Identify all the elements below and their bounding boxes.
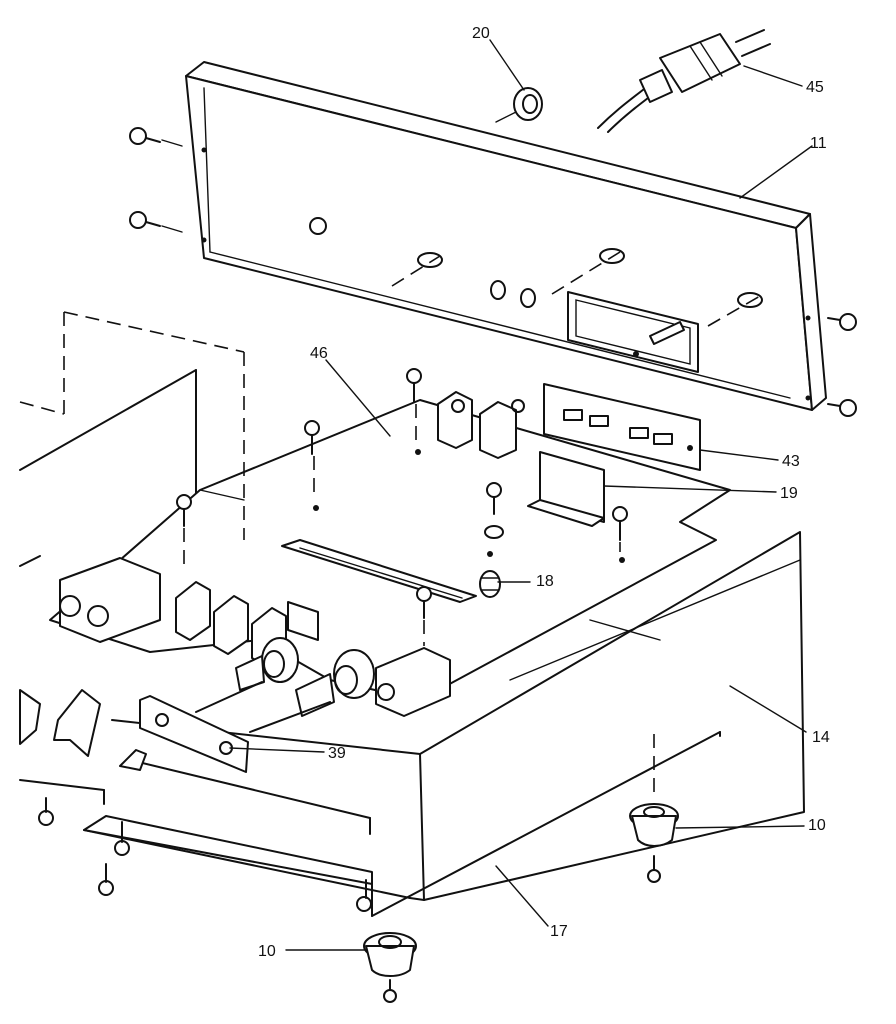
callout-10-right: 10	[808, 817, 826, 834]
assembly-lines	[19, 311, 245, 540]
pot-right	[249, 649, 375, 733]
pcb-screw-1	[406, 368, 422, 455]
pot-left	[195, 637, 299, 713]
panel-screw-left-lower	[129, 211, 183, 233]
bracket-39	[119, 695, 249, 773]
panel-screw-right-upper	[827, 313, 857, 331]
callout-18: 18	[536, 573, 554, 590]
pcb-jack-left	[437, 391, 473, 449]
panel-screw-left-upper	[129, 127, 183, 147]
callout-20: 20	[472, 25, 490, 42]
switch-block	[59, 557, 319, 667]
leader-lines	[229, 39, 813, 951]
panel-screw-right-lower	[827, 399, 857, 417]
foot-front	[363, 932, 417, 1003]
callout-10-front: 10	[258, 943, 276, 960]
callout-17: 17	[550, 923, 568, 940]
callout-39: 39	[328, 745, 346, 762]
pcb-jack-right	[479, 399, 525, 459]
pcb-screw-3	[484, 482, 504, 557]
callout-11: 11	[810, 135, 827, 152]
bottom-plate	[83, 731, 721, 917]
switch-box-right	[375, 647, 451, 717]
callout-14: 14	[812, 729, 830, 746]
power-cord	[597, 29, 771, 133]
spacer-18	[479, 570, 501, 598]
callout-43: 43	[782, 453, 800, 470]
front-knob-left	[19, 689, 101, 757]
foot-right	[629, 734, 679, 883]
bottom-screw-left	[38, 797, 54, 826]
callout-45: 45	[806, 79, 824, 96]
bottom-screw-right	[356, 879, 372, 912]
pcb-screw-4	[612, 506, 628, 563]
pcb-screw-6	[176, 494, 192, 570]
chassis	[19, 369, 805, 901]
callout-19: 19	[780, 485, 798, 502]
pcb-screw-2	[304, 420, 320, 511]
bracket-43	[543, 383, 701, 471]
bracket-19	[527, 451, 605, 527]
bottom-screw-center	[114, 821, 130, 856]
connector-strip	[281, 539, 477, 603]
rear-panel	[185, 61, 827, 411]
bottom-screw-mid	[98, 863, 114, 896]
grommet-part	[495, 87, 543, 123]
callout-46: 46	[310, 345, 328, 362]
pcb-screw-5	[416, 586, 432, 646]
